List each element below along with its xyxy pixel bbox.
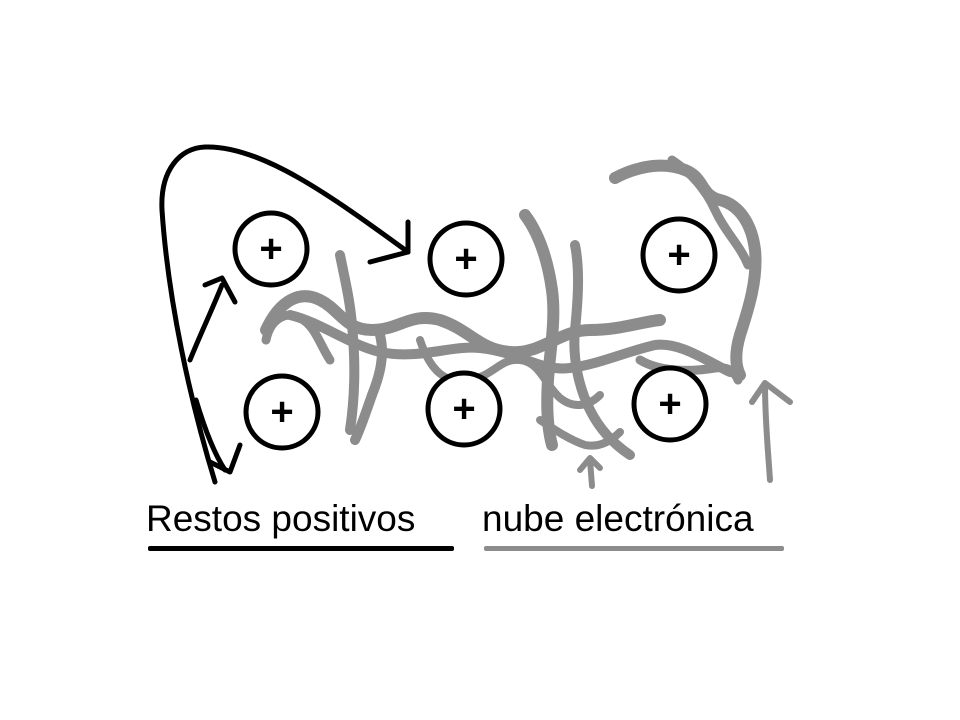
ion-arrow-upper <box>187 282 225 363</box>
ion-circle <box>425 370 503 448</box>
ion-arrows <box>159 144 411 485</box>
ion: + <box>640 216 718 294</box>
cloud-arrow-right-head <box>749 380 793 405</box>
cloud-arrow-left-head <box>577 455 603 473</box>
cloud-arrow-right <box>762 382 773 483</box>
cloud-stroke-left-arc <box>261 310 335 365</box>
ion-circle <box>640 216 718 294</box>
ion-circle <box>243 373 321 451</box>
underline-positive-cores <box>148 546 454 551</box>
cloud-stroke-top-right-2 <box>667 155 753 270</box>
cloud-arrow-left <box>587 457 595 489</box>
label-electron-cloud: nube electrónica <box>482 498 754 539</box>
underline-electron-cloud <box>484 546 784 551</box>
ion: + <box>243 373 321 451</box>
ion-symbol: + <box>658 382 681 426</box>
ion-circle <box>427 220 505 298</box>
ion-arrow-curve <box>159 144 411 485</box>
cloud-stroke-mid-1 <box>350 330 387 445</box>
cloud-stroke-vertical-2 <box>569 240 635 460</box>
cloud-stroke-main <box>260 290 666 359</box>
ion-circle <box>631 365 709 443</box>
ion-arrow-lower-head <box>207 442 243 475</box>
cloud-stroke-scribble-2 <box>536 416 624 450</box>
cloud-stroke-left-drop <box>335 250 360 435</box>
ion-arrow-upper-head <box>202 275 238 305</box>
ion-symbol: + <box>452 387 475 431</box>
ion-symbol: + <box>454 237 477 281</box>
ion: + <box>427 220 505 298</box>
ion-symbol: + <box>270 390 293 434</box>
label-positive-cores: Restos positivos <box>146 498 416 539</box>
cloud-stroke-vertical <box>519 209 560 451</box>
ion: + <box>232 210 310 288</box>
ion-arrow-curve-head <box>367 219 411 265</box>
ion: + <box>631 365 709 443</box>
ion-symbol: + <box>667 233 690 277</box>
ion-symbol: + <box>259 227 282 271</box>
cloud-arrows <box>577 380 793 489</box>
ion: + <box>425 370 503 448</box>
ion-circle <box>232 210 310 288</box>
